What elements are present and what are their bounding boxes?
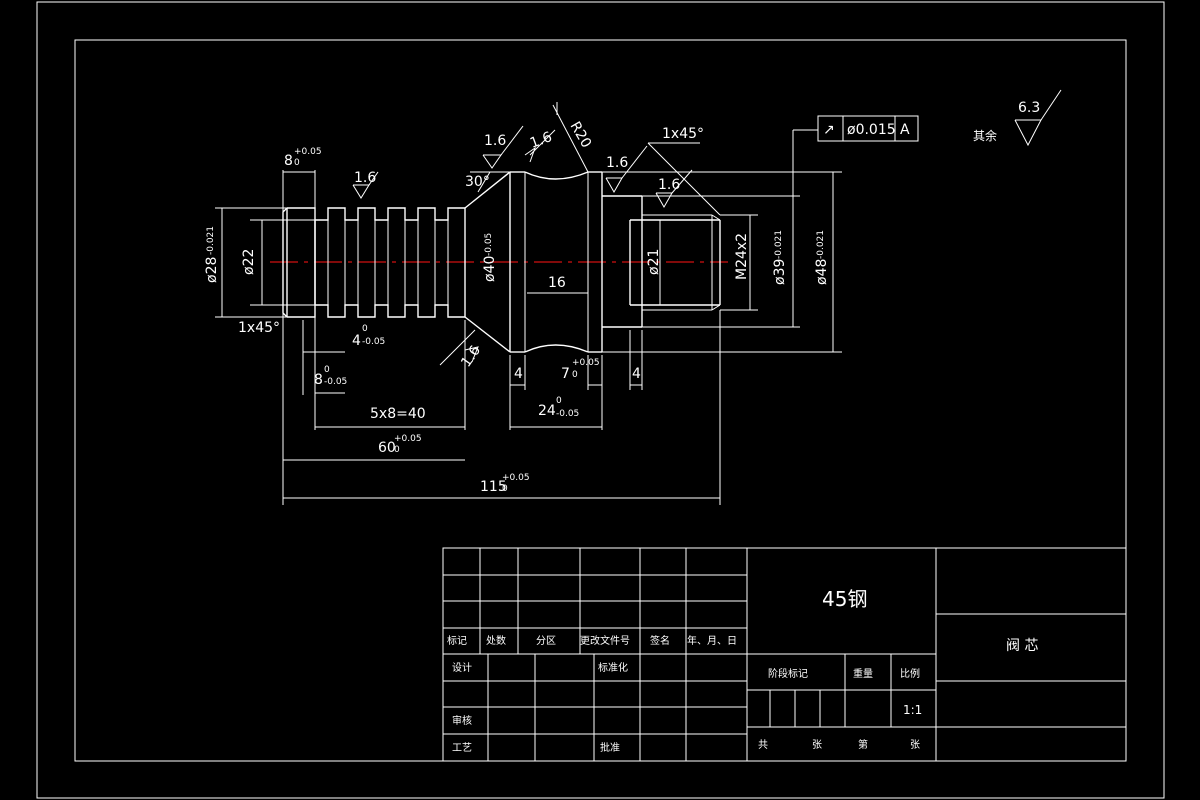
- dim-115-zero: 0: [502, 484, 508, 494]
- rev-header-4: 签名: [650, 634, 670, 647]
- dim-d39: ø39: [772, 259, 788, 285]
- dim-60-tol: +0.05: [394, 434, 422, 444]
- label-sheet: 张: [910, 739, 920, 751]
- dim-24-zero: 0: [556, 396, 562, 406]
- dim-16: 16: [548, 275, 566, 291]
- dim-d40: ø40: [482, 256, 498, 282]
- tolerance-datum: A: [900, 122, 910, 138]
- dim-d48: ø48: [814, 259, 830, 285]
- dim-8-bottom-tol: -0.05: [324, 377, 347, 387]
- roughness-symbols: [352, 89, 1062, 363]
- dim-d22: ø22: [241, 249, 257, 275]
- dim-4-tol: -0.05: [362, 337, 385, 347]
- dim-d39-tol: -0.021: [774, 230, 784, 259]
- dim-8-top-zero: 0: [294, 158, 300, 168]
- rev-header-5: 年、月、日: [687, 634, 737, 647]
- scale-value: 1:1: [903, 703, 922, 717]
- dim-8-top-tol: +0.05: [294, 147, 322, 157]
- material: 45钢: [822, 587, 867, 611]
- roughness-6: 1.6: [458, 343, 484, 370]
- rev-header-3: 更改文件号: [580, 634, 630, 647]
- roughness-2: 1.6: [484, 133, 506, 149]
- roughness-other-value: 6.3: [1018, 100, 1040, 116]
- dim-d28: ø28: [204, 257, 220, 283]
- dim-4-zero: 0: [362, 324, 368, 334]
- roughness-other-label: 其余: [973, 128, 997, 143]
- label-total: 共: [758, 739, 768, 751]
- dim-7: 7: [561, 366, 570, 382]
- label-process: 工艺: [452, 742, 472, 754]
- label-weight: 重量: [853, 667, 873, 680]
- dim-d21: ø21: [646, 249, 662, 275]
- dim-d28-tol: -0.021: [206, 226, 216, 255]
- dim-m24: M24x2: [734, 233, 750, 280]
- tolerance-frame: [817, 115, 919, 142]
- chamfer-left: 1x45°: [238, 320, 280, 336]
- inner-border: [74, 39, 1127, 762]
- rev-header-2: 分区: [536, 635, 556, 647]
- dim-8-top: 8: [284, 153, 293, 169]
- tolerance-value: ø0.015: [847, 122, 896, 138]
- dimension-lines: [215, 102, 842, 505]
- part-name: 阀 芯: [1006, 638, 1038, 654]
- label-design: 设计: [452, 661, 472, 674]
- dim-115: 115: [480, 479, 507, 495]
- dim-5x8: 5x8=40: [370, 406, 426, 422]
- chamfer-right: 1x45°: [662, 126, 704, 142]
- part-outline: [282, 171, 721, 353]
- roughness-5: 1.6: [658, 177, 680, 193]
- roughness-1: 1.6: [354, 170, 376, 186]
- label-approve: 批准: [600, 741, 620, 754]
- label-sheets: 张: [812, 739, 822, 751]
- label-page: 第: [858, 738, 868, 751]
- rev-header-1: 处数: [486, 634, 506, 647]
- dim-24: 24: [538, 403, 556, 419]
- cone-angle: 30°: [465, 174, 490, 190]
- label-standardize: 标准化: [598, 661, 628, 674]
- roughness-3: 1.6: [528, 129, 554, 152]
- radius-r20: R20: [567, 119, 595, 151]
- roughness-4: 1.6: [606, 155, 628, 171]
- dim-4-a: 4: [514, 366, 523, 382]
- outer-border: [36, 1, 1165, 799]
- dim-4-b: 4: [632, 366, 641, 382]
- dim-24-tol: -0.05: [556, 409, 579, 419]
- dim-d48-tol: -0.021: [816, 230, 826, 259]
- dim-8-bottom: 8: [314, 372, 323, 388]
- title-block: [442, 547, 1127, 762]
- rev-header-0: 标记: [447, 635, 467, 647]
- dim-4: 4: [352, 333, 361, 349]
- dim-60: 60: [378, 440, 396, 456]
- label-stage: 阶段标记: [768, 667, 808, 680]
- dim-60-zero: 0: [394, 445, 400, 455]
- dim-8-bottom-zero: 0: [324, 365, 330, 375]
- dim-d40-tol: -0.05: [484, 233, 494, 256]
- label-scale: 比例: [900, 667, 920, 680]
- dim-7-tol: +0.05: [572, 358, 600, 368]
- dim-115-tol: +0.05: [502, 473, 530, 483]
- dim-7-zero: 0: [572, 370, 578, 380]
- label-check: 审核: [452, 714, 472, 727]
- tolerance-symbol: ↗: [823, 122, 835, 138]
